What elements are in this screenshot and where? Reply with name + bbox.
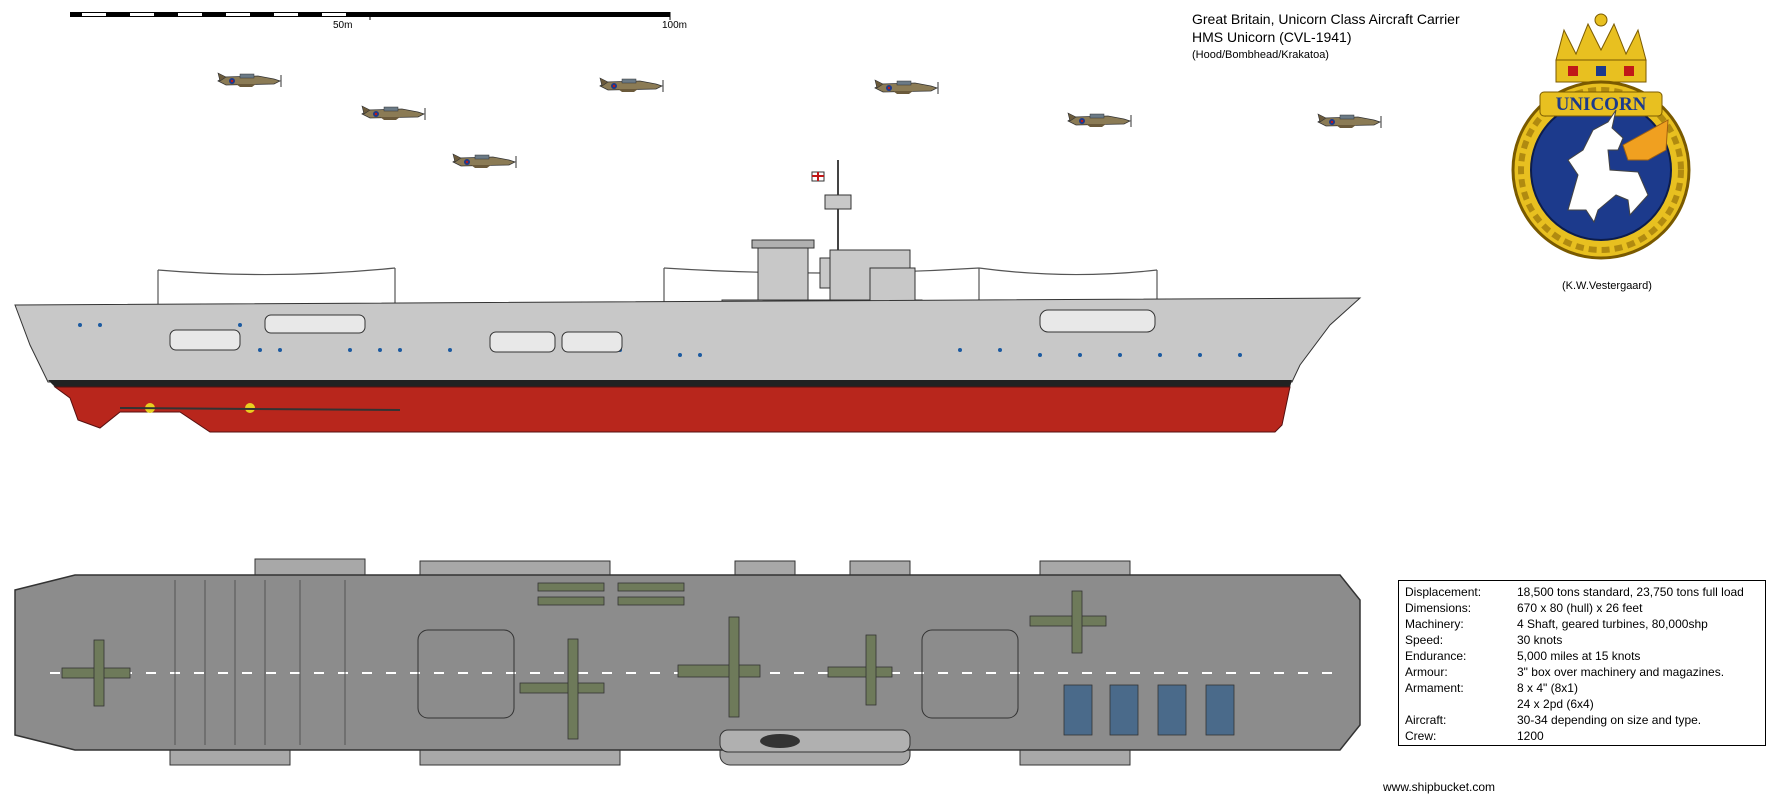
unicorn-icon	[1567, 109, 1669, 224]
spec-value: 24 x 2pd (6x4)	[1517, 697, 1594, 711]
aircraft-icon	[1317, 113, 1382, 129]
naval-crown-icon	[1555, 13, 1647, 83]
aircraft-icon	[361, 105, 426, 121]
title-ship-name: HMS Unicorn (CVL-1941)	[1192, 29, 1352, 45]
spec-value: 30-34 depending on size and type.	[1517, 713, 1702, 727]
scale-bar-graphic	[70, 12, 671, 20]
spec-value: 4 Shaft, geared turbines, 80,000shp	[1517, 617, 1708, 631]
aircraft-icon	[61, 639, 131, 707]
spec-row-armament: Armament: 8 x 4" (8x1)	[1405, 680, 1759, 696]
spec-value: 5,000 miles at 15 knots	[1517, 649, 1641, 663]
aircraft-icon	[599, 77, 664, 93]
spec-label: Speed:	[1405, 633, 1444, 647]
spec-row-machinery: Machinery: 4 Shaft, geared turbines, 80,…	[1405, 616, 1759, 632]
aircraft-icon	[537, 582, 605, 606]
aircraft-icon	[874, 79, 939, 95]
aircraft-icon	[1029, 590, 1107, 654]
aircraft-icon	[617, 582, 685, 606]
aircraft-icon	[217, 72, 282, 88]
spec-value: 30 knots	[1517, 633, 1563, 647]
spec-label: Aircraft:	[1405, 713, 1447, 727]
aircraft-icon	[677, 616, 761, 718]
spec-value: 1200	[1517, 729, 1544, 743]
spec-value: 8 x 4" (8x1)	[1517, 681, 1578, 695]
flight-deck-top-view	[14, 558, 1361, 766]
spec-row-speed: Speed: 30 knots	[1405, 632, 1759, 648]
website-link[interactable]: www.shipbucket.com	[1383, 780, 1496, 794]
spec-label: Armour:	[1405, 665, 1448, 679]
spec-row-endurance: Endurance: 5,000 miles at 15 knots	[1405, 648, 1759, 664]
scale-end-label: 100m	[662, 20, 688, 31]
crest-credit: (K.W.Vestergaard)	[1562, 280, 1652, 292]
spec-row-armour: Armour: 3" box over machinery and magazi…	[1405, 664, 1759, 680]
spec-label: Displacement:	[1405, 585, 1482, 599]
spec-label: Machinery:	[1405, 617, 1464, 631]
aircraft-icon	[1067, 112, 1132, 128]
spec-value: 3" box over machinery and magazines.	[1517, 665, 1725, 679]
spec-label: Armament:	[1405, 681, 1464, 695]
title-authors: (Hood/Bombhead/Krakatoa)	[1192, 49, 1329, 61]
spec-row-displacement: Displacement: 18,500 tons standard, 23,7…	[1405, 584, 1759, 600]
spec-value: 18,500 tons standard, 23,750 tons full l…	[1517, 585, 1744, 599]
spec-label: Crew:	[1405, 729, 1437, 743]
spec-row-aircraft: Aircraft: 30-34 depending on size and ty…	[1405, 712, 1759, 728]
scale-mid-label: 50m	[333, 20, 353, 31]
aircraft-icon	[827, 634, 893, 706]
crest-name: UNICORN	[1556, 94, 1647, 115]
spec-row-armament-2: 24 x 2pd (6x4)	[1405, 696, 1759, 712]
spec-row-dimensions: Dimensions: 670 x 80 (hull) x 26 feet	[1405, 600, 1759, 616]
title-block: Great Britain, Unicorn Class Aircraft Ca…	[1192, 10, 1460, 64]
spec-row-crew: Crew: 1200	[1405, 728, 1759, 744]
specifications-table: Displacement: 18,500 tons standard, 23,7…	[1398, 580, 1766, 746]
aircraft-icon	[519, 638, 605, 740]
title-country-class: Great Britain, Unicorn Class Aircraft Ca…	[1192, 11, 1460, 27]
spec-label: Dimensions:	[1405, 601, 1472, 615]
spec-value: 670 x 80 (hull) x 26 feet	[1517, 601, 1643, 615]
ship-side-profile	[14, 160, 1362, 433]
ship-crest: UNICORN	[1511, 13, 1691, 260]
spec-label: Endurance:	[1405, 649, 1467, 663]
